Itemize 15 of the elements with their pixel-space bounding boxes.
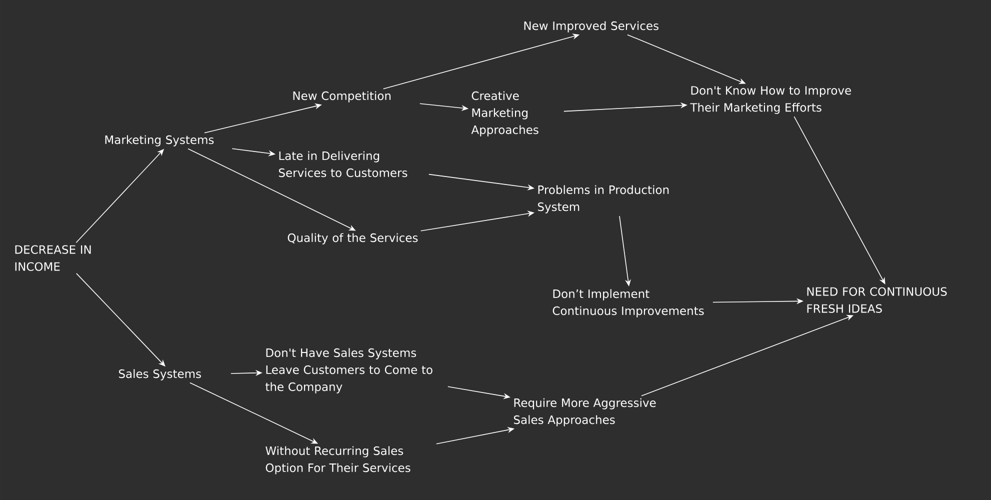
node-label: Creative Marketing Approaches: [471, 91, 538, 136]
node-label: Problems in Production System: [538, 185, 669, 214]
node-label: DECREASE IN INCOME: [15, 245, 91, 271]
node-label: Sales Systems: [118, 369, 201, 380]
node-label: Don't Have Sales Systems Leave Customers to Come to the Company: [266, 348, 432, 394]
node-label: Marketing Systems: [105, 135, 214, 146]
node-label: Don’t Implement Continuous Improvements: [552, 289, 704, 318]
node-label: New Improved Services: [524, 21, 658, 32]
node-label: Late in Delivering Services to Customers: [278, 151, 408, 178]
node-label: Quality of the Services: [288, 233, 418, 244]
node-label: NEED FOR CONTINUOUS FRESH IDEAS: [807, 287, 947, 313]
node-label: Without Recurring Sales Option For Their Services: [266, 446, 410, 474]
node-label: New Competition: [293, 91, 390, 102]
node-label: Require More Aggressive Sales Approaches: [514, 398, 656, 426]
node-label: Don't Know How to Improve Their Marketing Efforts: [690, 86, 851, 114]
